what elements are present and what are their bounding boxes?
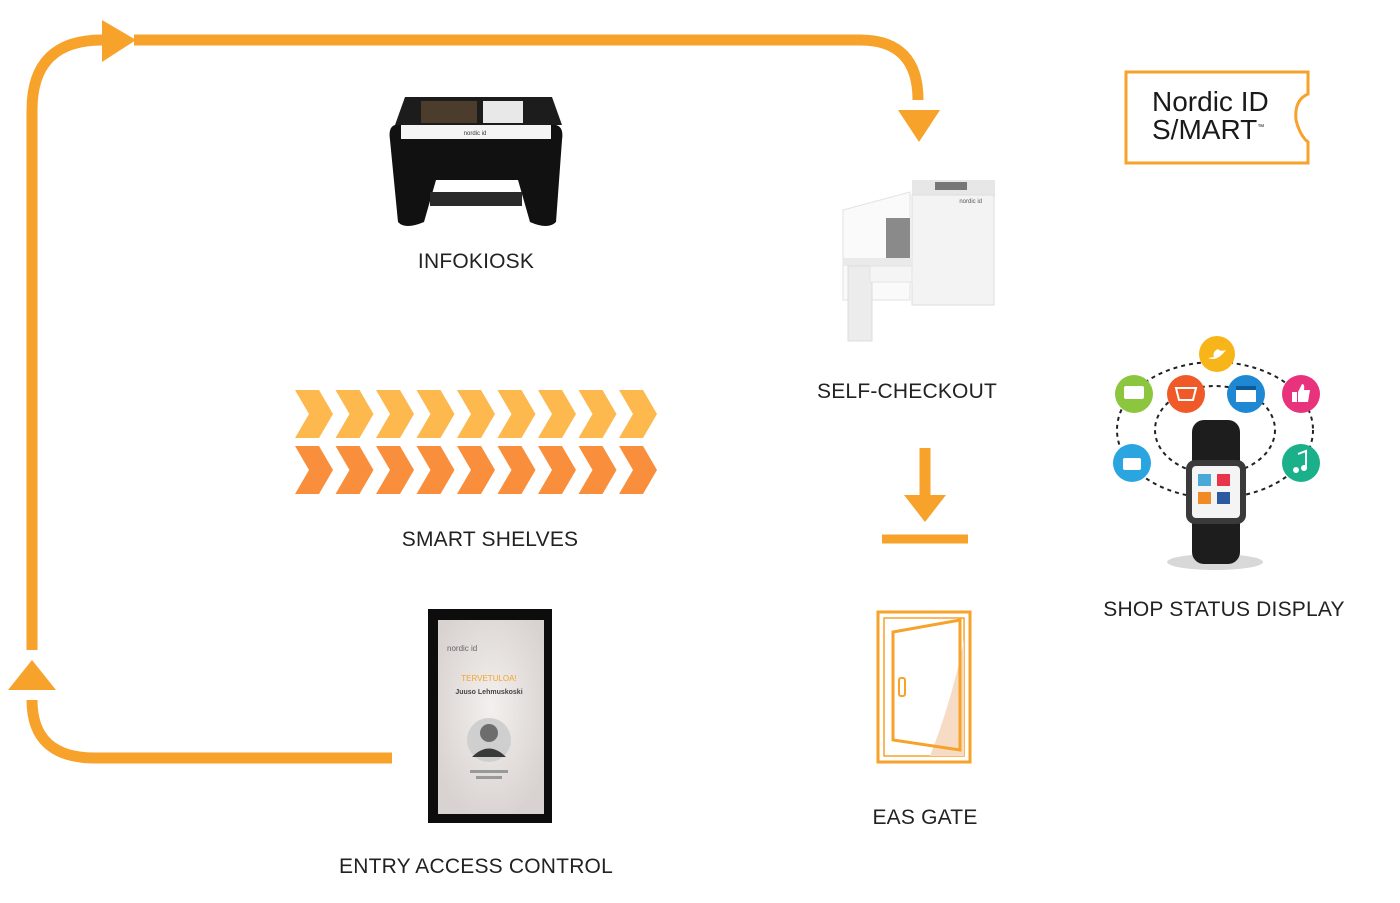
arrowhead-down-checkout xyxy=(898,110,940,142)
entry-access-control-label: ENTRY ACCESS CONTROL xyxy=(339,855,613,878)
shelf-chevron-top xyxy=(497,390,536,438)
shelf-chevron-top xyxy=(538,390,576,438)
checkout-brand-text: nordic id xyxy=(959,199,982,205)
shelf-chevron-top xyxy=(416,390,455,438)
entry-screen-name: Juuso Lehmuskoski xyxy=(455,689,522,696)
infokiosk-label: INFOKIOSK xyxy=(417,250,535,273)
shelf-chevron-bottom xyxy=(497,446,536,494)
entry-screen-brand: nordic id xyxy=(447,644,477,653)
flow-line-left xyxy=(26,34,103,650)
shelf-chevron-bottom xyxy=(457,446,495,494)
kiosk-brand-text: nordic id xyxy=(464,131,487,137)
shelf-chevron-bottom xyxy=(376,446,414,494)
arrowhead-up-left xyxy=(8,660,56,690)
logo-line-2: S/MART xyxy=(1152,114,1258,145)
shelf-chevron-top xyxy=(457,390,495,438)
arrowhead-right-top xyxy=(102,20,136,62)
eas-gate-label: EAS GATE xyxy=(872,806,978,829)
self-checkout-label: SELF-CHECKOUT xyxy=(817,380,997,403)
nordic-id-smart-logo: Nordic ID S/MART™ xyxy=(1152,88,1269,144)
shelf-chevron-bottom xyxy=(538,446,576,494)
logo-line-1: Nordic ID xyxy=(1152,86,1269,117)
arrowhead-down-gate xyxy=(904,495,946,522)
nordic-id-smart-logo-frame xyxy=(1124,70,1310,165)
flow-line-top xyxy=(134,34,924,101)
shelf-chevron-bottom xyxy=(578,446,617,494)
shelf-chevron-top xyxy=(335,390,374,438)
chat-icon xyxy=(1115,375,1153,413)
shelf-chevron-top xyxy=(295,390,333,438)
shelf-chevron-bottom xyxy=(619,446,657,494)
shelf-chevron-bottom xyxy=(416,446,455,494)
music-icon xyxy=(1282,444,1320,482)
thumbs-up-icon xyxy=(1282,375,1320,413)
shelf-chevron-top xyxy=(578,390,617,438)
calendar-icon xyxy=(1227,375,1265,413)
smart-shelves-label: SMART SHELVES xyxy=(401,528,579,551)
shelf-chevron-top xyxy=(619,390,657,438)
flow-line-bottom xyxy=(26,699,392,764)
entry-screen-greeting: TERVETULOA! xyxy=(461,674,516,683)
logo-trademark: ™ xyxy=(1257,124,1265,131)
shelf-chevron-bottom xyxy=(295,446,333,494)
phone-icon xyxy=(1113,444,1151,482)
shelf-chevron-top xyxy=(376,390,414,438)
twitter-icon xyxy=(1199,336,1235,372)
shelf-chevron-bottom xyxy=(335,446,374,494)
cart-icon xyxy=(1167,375,1205,413)
shop-status-display-label: SHOP STATUS DISPLAY xyxy=(1103,598,1345,621)
